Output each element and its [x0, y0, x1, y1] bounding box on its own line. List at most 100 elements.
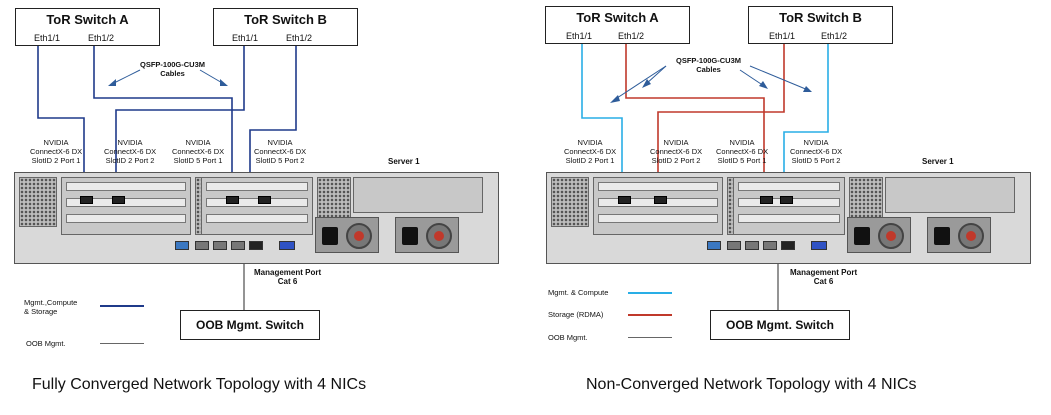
converged-wires	[37, 44, 297, 310]
tor-a-port-eth1-1: Eth1/1	[34, 33, 61, 43]
nic-port-slot2-p1	[618, 196, 631, 204]
power-plug-icon	[322, 227, 338, 245]
nic-label-slot5-port1: NVIDIA ConnectX-6 DX SlotID 5 Port 1	[716, 138, 769, 165]
tor-switch-b: ToR Switch B Eth1/1 Eth1/2	[748, 6, 893, 44]
pcie-slot	[66, 182, 186, 191]
converged-topology-panel: ToR Switch A Eth1/1 Eth1/2 ToR Switch B …	[0, 0, 525, 415]
pcie-slot	[206, 182, 308, 191]
legend-compute-line	[628, 292, 672, 294]
cable-arrow-mid-head	[642, 79, 651, 88]
pcie-riser-2	[201, 177, 313, 235]
nic-label-slot2-port2: NVIDIA ConnectX-6 DX SlotID 2 Port 2	[104, 138, 157, 165]
tor-b-port-eth1-1: Eth1/1	[769, 31, 796, 41]
usb-port	[707, 241, 721, 250]
non-converged-topology-panel: ToR Switch A Eth1/1 Eth1/2 ToR Switch B …	[526, 0, 1051, 415]
tor-switch-a: ToR Switch A Eth1/1 Eth1/2	[15, 8, 160, 46]
wire-b2-slot5p2	[249, 44, 297, 185]
wire-a2-slot5p1	[93, 44, 233, 185]
cables-label: QSFP-100G-CU3M Cables	[140, 60, 206, 78]
nic-port-slot2-p2	[654, 196, 667, 204]
cable-arrow-left-head	[108, 79, 116, 86]
legend-oob-line	[628, 337, 672, 338]
pcie-slot	[598, 214, 718, 223]
nic-label-slot5-port1: NVIDIA ConnectX-6 DX SlotID 5 Port 1	[172, 138, 225, 165]
legend-oob-label: OOB Mgmt.	[26, 339, 66, 348]
cable-arrow-right1-head	[759, 81, 768, 89]
cable-arrow-mid	[645, 65, 667, 85]
server-vent-left	[551, 177, 589, 227]
legend-oob-label: OOB Mgmt.	[548, 333, 588, 342]
legend-compute-label: Mgmt. & Compute	[548, 288, 609, 297]
wire-b2-slot5p2	[783, 44, 829, 185]
wire-a1-slot2p1	[37, 44, 85, 185]
cable-arrow-left	[111, 69, 141, 85]
pcie-riser-1	[593, 177, 723, 235]
nic-port-slot2-p2	[112, 196, 125, 204]
vga-port	[279, 241, 295, 250]
vga-port	[811, 241, 827, 250]
pcie-slot	[206, 198, 308, 207]
tor-a-port-eth1-1: Eth1/1	[566, 31, 593, 41]
caption: Non-Converged Network Topology with 4 NI…	[586, 376, 917, 393]
management-port-label: Management Port Cat 6	[254, 268, 322, 286]
tor-switch-a: ToR Switch A Eth1/1 Eth1/2	[545, 6, 690, 44]
pcie-slot	[598, 182, 718, 191]
cable-arrow-left	[613, 65, 667, 101]
rear-io-port	[763, 241, 777, 250]
rear-io-port	[213, 241, 227, 250]
wire-b1-slot2p2	[657, 44, 785, 185]
tor-switch-a-title: ToR Switch A	[576, 10, 659, 25]
management-port	[781, 241, 795, 250]
rear-io-port	[727, 241, 741, 250]
management-port-label: Management Port Cat 6	[790, 268, 858, 286]
rear-io-port	[231, 241, 245, 250]
nic-port-slot5-p2	[780, 196, 793, 204]
nic-port-slot5-p1	[760, 196, 773, 204]
tor-b-port-eth1-2: Eth1/2	[821, 31, 848, 41]
server-vent-left	[19, 177, 57, 227]
tor-b-port-eth1-1: Eth1/1	[232, 33, 259, 43]
nic-label-slot2-port1: NVIDIA ConnectX-6 DX SlotID 2 Port 1	[564, 138, 617, 165]
pcie-riser-1	[61, 177, 191, 235]
tor-b-port-eth1-2: Eth1/2	[286, 33, 313, 43]
psu-1	[847, 217, 911, 253]
tor-a-port-eth1-2: Eth1/2	[88, 33, 115, 43]
oob-mgmt-switch: OOB Mgmt. Switch	[180, 310, 320, 340]
nic-label-slot5-port2: NVIDIA ConnectX-6 DX SlotID 5 Port 2	[254, 138, 307, 165]
cables-label: QSFP-100G-CU3M Cables	[676, 56, 742, 74]
legend-converged-line	[100, 305, 144, 307]
legend-converged-label: Mgmt.,Compute & Storage	[24, 298, 78, 316]
pcie-slot	[66, 214, 186, 223]
fan-icon	[878, 223, 904, 249]
drive-bay	[885, 177, 1015, 213]
server-chassis	[546, 172, 1031, 264]
nic-port-slot5-p1	[226, 196, 239, 204]
fan-icon	[958, 223, 984, 249]
server-label: Server 1	[922, 157, 954, 166]
management-port	[249, 241, 263, 250]
nic-port-slot2-p1	[80, 196, 93, 204]
pcie-slot	[738, 182, 840, 191]
rear-io-port	[195, 241, 209, 250]
pcie-slot	[206, 214, 308, 223]
server-chassis	[14, 172, 499, 264]
cable-arrow-right1	[739, 69, 765, 87]
wire-a2-slot5p1	[625, 44, 765, 185]
power-plug-icon	[854, 227, 870, 245]
tor-switch-b-title: ToR Switch B	[244, 12, 327, 27]
usb-port	[175, 241, 189, 250]
pcie-slot	[738, 214, 840, 223]
wire-b1-slot2p2	[115, 44, 245, 185]
psu-2	[927, 217, 991, 253]
nic-label-slot5-port2: NVIDIA ConnectX-6 DX SlotID 5 Port 2	[790, 138, 843, 165]
nic-label-slot2-port1: NVIDIA ConnectX-6 DX SlotID 2 Port 1	[30, 138, 83, 165]
tor-switch-b-title: ToR Switch B	[779, 10, 862, 25]
power-plug-icon	[934, 227, 950, 245]
legend-storage-line	[628, 314, 672, 316]
oob-mgmt-switch: OOB Mgmt. Switch	[710, 310, 850, 340]
cable-arrow-right2	[749, 65, 809, 91]
power-plug-icon	[402, 227, 418, 245]
nic-port-slot5-p2	[258, 196, 271, 204]
cable-arrow-right-head	[220, 79, 228, 86]
rear-io-port	[745, 241, 759, 250]
